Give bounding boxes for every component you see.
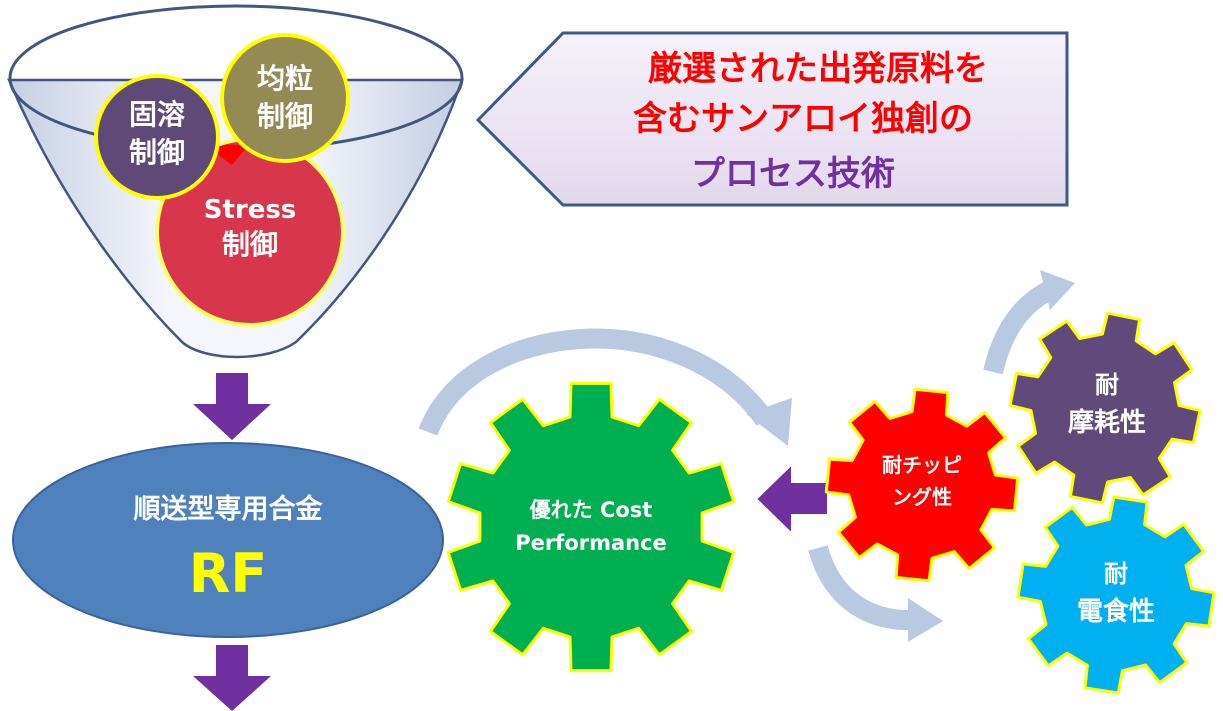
gear-wear-line2: 摩耗性 bbox=[1068, 407, 1146, 438]
left-arrow bbox=[754, 461, 829, 537]
gear-cost-line1: 優れた Cost bbox=[529, 498, 653, 522]
solid-solution-line2: 制御 bbox=[129, 136, 185, 169]
gear-corrosion-line1: 耐 bbox=[1104, 560, 1128, 588]
gear-corrosion-shape bbox=[1016, 495, 1216, 695]
product-ellipse: 順送型専用合金 RF bbox=[12, 442, 444, 638]
stress-label-line2: 制御 bbox=[222, 228, 278, 261]
gear-corrosion-line2: 電食性 bbox=[1077, 596, 1155, 627]
product-title: 順送型専用合金 bbox=[134, 493, 324, 525]
cycle-arrow-right-top bbox=[983, 270, 1075, 375]
cycle-arrow-bottom bbox=[808, 545, 943, 642]
process-callout: 厳選された出発原料を 含むサンアロイ独創の プロセス技術 bbox=[475, 31, 1069, 207]
cycle-arrow-top bbox=[418, 328, 792, 446]
gear-corrosion-resistance: 耐 電食性 bbox=[1016, 495, 1216, 695]
callout-line2: 含むサンアロイ独創の bbox=[633, 99, 973, 139]
red-accent bbox=[212, 144, 246, 165]
callout-line1: 厳選された出発原料を bbox=[648, 49, 988, 89]
down-arrow-bottom bbox=[193, 645, 271, 711]
gear-chipping-line2: ング性 bbox=[892, 485, 952, 509]
solid-solution-line1: 固溶 bbox=[129, 98, 185, 131]
gear-cost-shape bbox=[446, 381, 736, 673]
gear-cost-performance: 優れた Cost Performance bbox=[446, 381, 736, 673]
gear-wear-line1: 耐 bbox=[1095, 371, 1119, 399]
gear-cost-line2: Performance bbox=[515, 531, 667, 555]
uniform-grain-line2: 制御 bbox=[257, 100, 313, 133]
solid-solution-control-circle: 固溶 制御 bbox=[94, 74, 220, 200]
gear-chipping-line1: 耐チッピ bbox=[882, 453, 962, 477]
callout-line3: プロセス技術 bbox=[691, 154, 895, 194]
stress-label-line1: Stress bbox=[204, 195, 297, 225]
gear-chipping-resistance: 耐チッピ ング性 bbox=[824, 387, 1020, 583]
uniform-grain-line1: 均粒 bbox=[257, 62, 313, 95]
product-name: RF bbox=[189, 542, 267, 605]
uniform-grain-control-circle: 均粒 制御 bbox=[220, 33, 350, 163]
gear-wear-shape bbox=[1008, 311, 1202, 505]
down-arrow-top bbox=[193, 373, 271, 440]
stress-control-circle: Stress 制御 bbox=[155, 137, 345, 327]
gear-wear-resistance: 耐 摩耗性 bbox=[1008, 311, 1202, 505]
gear-chipping-shape bbox=[824, 387, 1020, 583]
